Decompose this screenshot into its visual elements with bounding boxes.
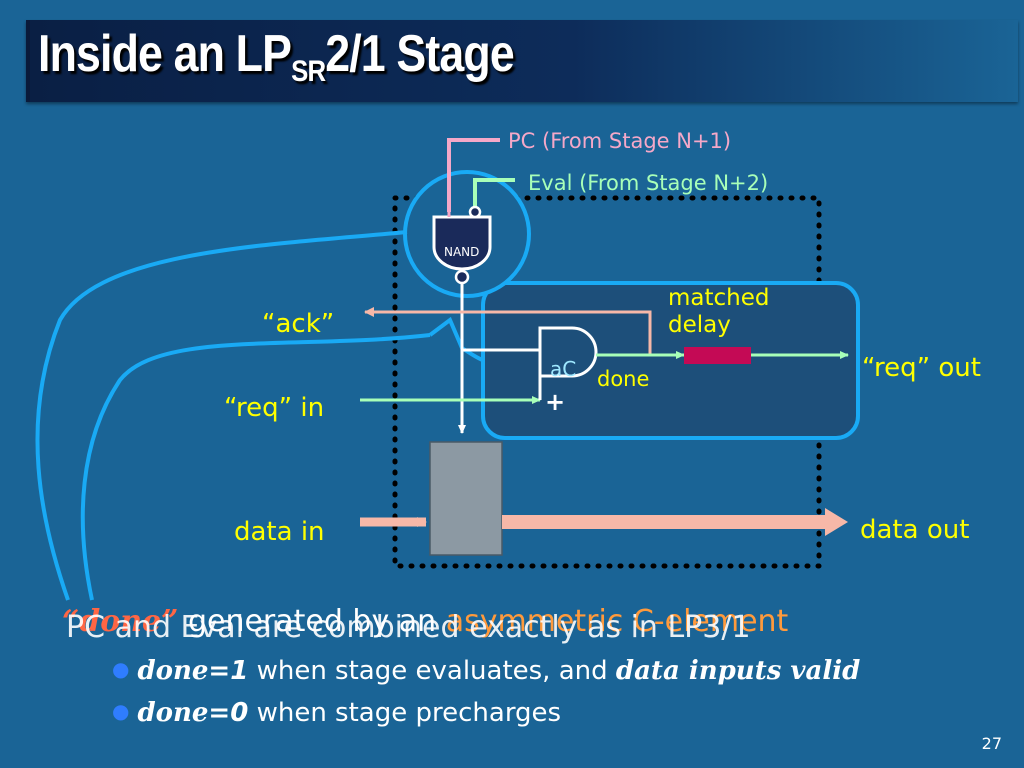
matched-delay: [684, 347, 751, 364]
callout-loop-outer: [35, 230, 408, 601]
nand-label: NAND: [444, 245, 479, 259]
ack-wire: [364, 307, 652, 355]
req-in-label: “req” in: [224, 393, 324, 423]
eval-wire: [473, 178, 515, 208]
done-label: done: [597, 367, 649, 391]
data-in-label: data in: [234, 517, 325, 547]
ac-label: aC: [550, 357, 576, 381]
nand-output-bubble: [454, 269, 470, 285]
title-bar: [26, 20, 1018, 102]
ack-label: “ack”: [262, 309, 334, 339]
pc-wire: [447, 138, 500, 212]
page-number: 27: [981, 734, 1002, 753]
matched-delay-label-1: matched: [668, 285, 770, 311]
eval-label: Eval (From Stage N+2): [528, 171, 768, 195]
callout-loop-inner: [80, 333, 431, 601]
nand-gate: [432, 215, 492, 271]
matched-delay-label-2: delay: [668, 312, 731, 338]
req-out-label: “req” out: [862, 353, 981, 383]
pc-label: PC (From Stage N+1): [508, 129, 731, 153]
slide-title: Inside an LPSR2/1 Stage: [38, 25, 515, 88]
callout-loop-inner-2: [428, 316, 484, 362]
nand-input-bubble: [468, 205, 482, 219]
plus-label: +: [545, 388, 565, 416]
data-out-arrowhead: [825, 508, 848, 536]
function-block: [429, 441, 503, 556]
data-out-label: data out: [860, 515, 969, 545]
asymmetric-c-element: [538, 326, 598, 378]
